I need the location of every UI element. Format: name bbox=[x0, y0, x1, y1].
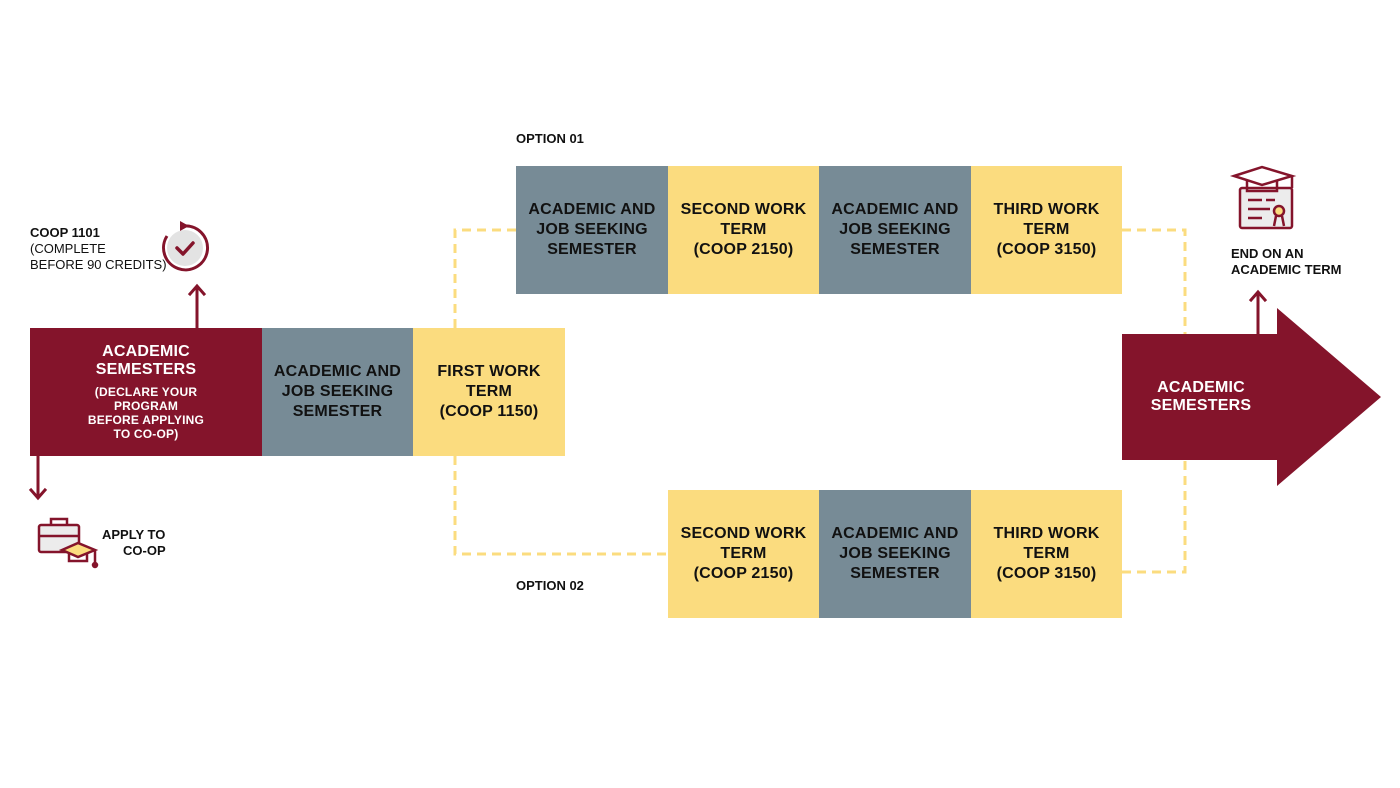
option-01-label: OPTION 01 bbox=[516, 131, 584, 146]
option2-academic-job-seeking-semester: ACADEMIC AND JOB SEEKING SEMESTER bbox=[819, 490, 971, 618]
option1-second-work-term: SECOND WORK TERM (COOP 2150) bbox=[668, 166, 819, 294]
final-arrow-shape bbox=[1122, 308, 1381, 486]
option-02-label: OPTION 02 bbox=[516, 578, 584, 593]
final-academic-semesters-label: ACADEMIC SEMESTERS bbox=[1150, 379, 1252, 414]
academic-start-title-1: ACADEMIC bbox=[102, 343, 190, 360]
briefcase-graduation-cap-icon bbox=[37, 517, 99, 569]
option2-second-work-term: SECOND WORK TERM (COOP 2150) bbox=[668, 490, 819, 618]
diploma-graduation-cap-icon bbox=[1229, 165, 1297, 230]
academic-job-seeking-semester-main: ACADEMIC AND JOB SEEKING SEMESTER bbox=[262, 328, 413, 456]
small-arrows bbox=[28, 283, 1268, 501]
arrow-up-end bbox=[1248, 289, 1268, 336]
end-academic-term-label: END ON AN ACADEMIC TERM bbox=[1231, 246, 1342, 277]
connector-option1-to-end bbox=[1122, 228, 1187, 334]
circular-check-icon bbox=[162, 221, 209, 272]
option2-third-work-term: THIRD WORK TERM (COOP 3150) bbox=[971, 490, 1122, 618]
declare-program-note: (DECLARE YOUR PROGRAM BEFORE APPLYING TO… bbox=[87, 385, 205, 441]
arrow-up-coop1101 bbox=[187, 283, 207, 330]
option1-academic-job-seeking-semester-b: ACADEMIC AND JOB SEEKING SEMESTER bbox=[819, 166, 971, 294]
first-work-term: FIRST WORK TERM (COOP 1150) bbox=[413, 328, 565, 456]
arrow-down-apply bbox=[28, 454, 48, 501]
option1-third-work-term: THIRD WORK TERM (COOP 3150) bbox=[971, 166, 1122, 294]
coop1101-label: COOP 1101 (COMPLETE BEFORE 90 CREDITS) bbox=[30, 225, 167, 272]
apply-to-coop-label: APPLY TO CO-OP bbox=[102, 527, 166, 558]
academic-semesters-start: ACADEMIC SEMESTERS (DECLARE YOUR PROGRAM… bbox=[30, 328, 262, 456]
connector-to-option2 bbox=[453, 456, 667, 556]
academic-start-title-2: SEMESTERS bbox=[95, 361, 197, 378]
connector-to-option1 bbox=[453, 228, 516, 328]
option1-academic-job-seeking-semester-a: ACADEMIC AND JOB SEEKING SEMESTER bbox=[516, 166, 668, 294]
dashed-connectors bbox=[453, 228, 1187, 574]
connector-option2-to-end bbox=[1122, 460, 1187, 574]
